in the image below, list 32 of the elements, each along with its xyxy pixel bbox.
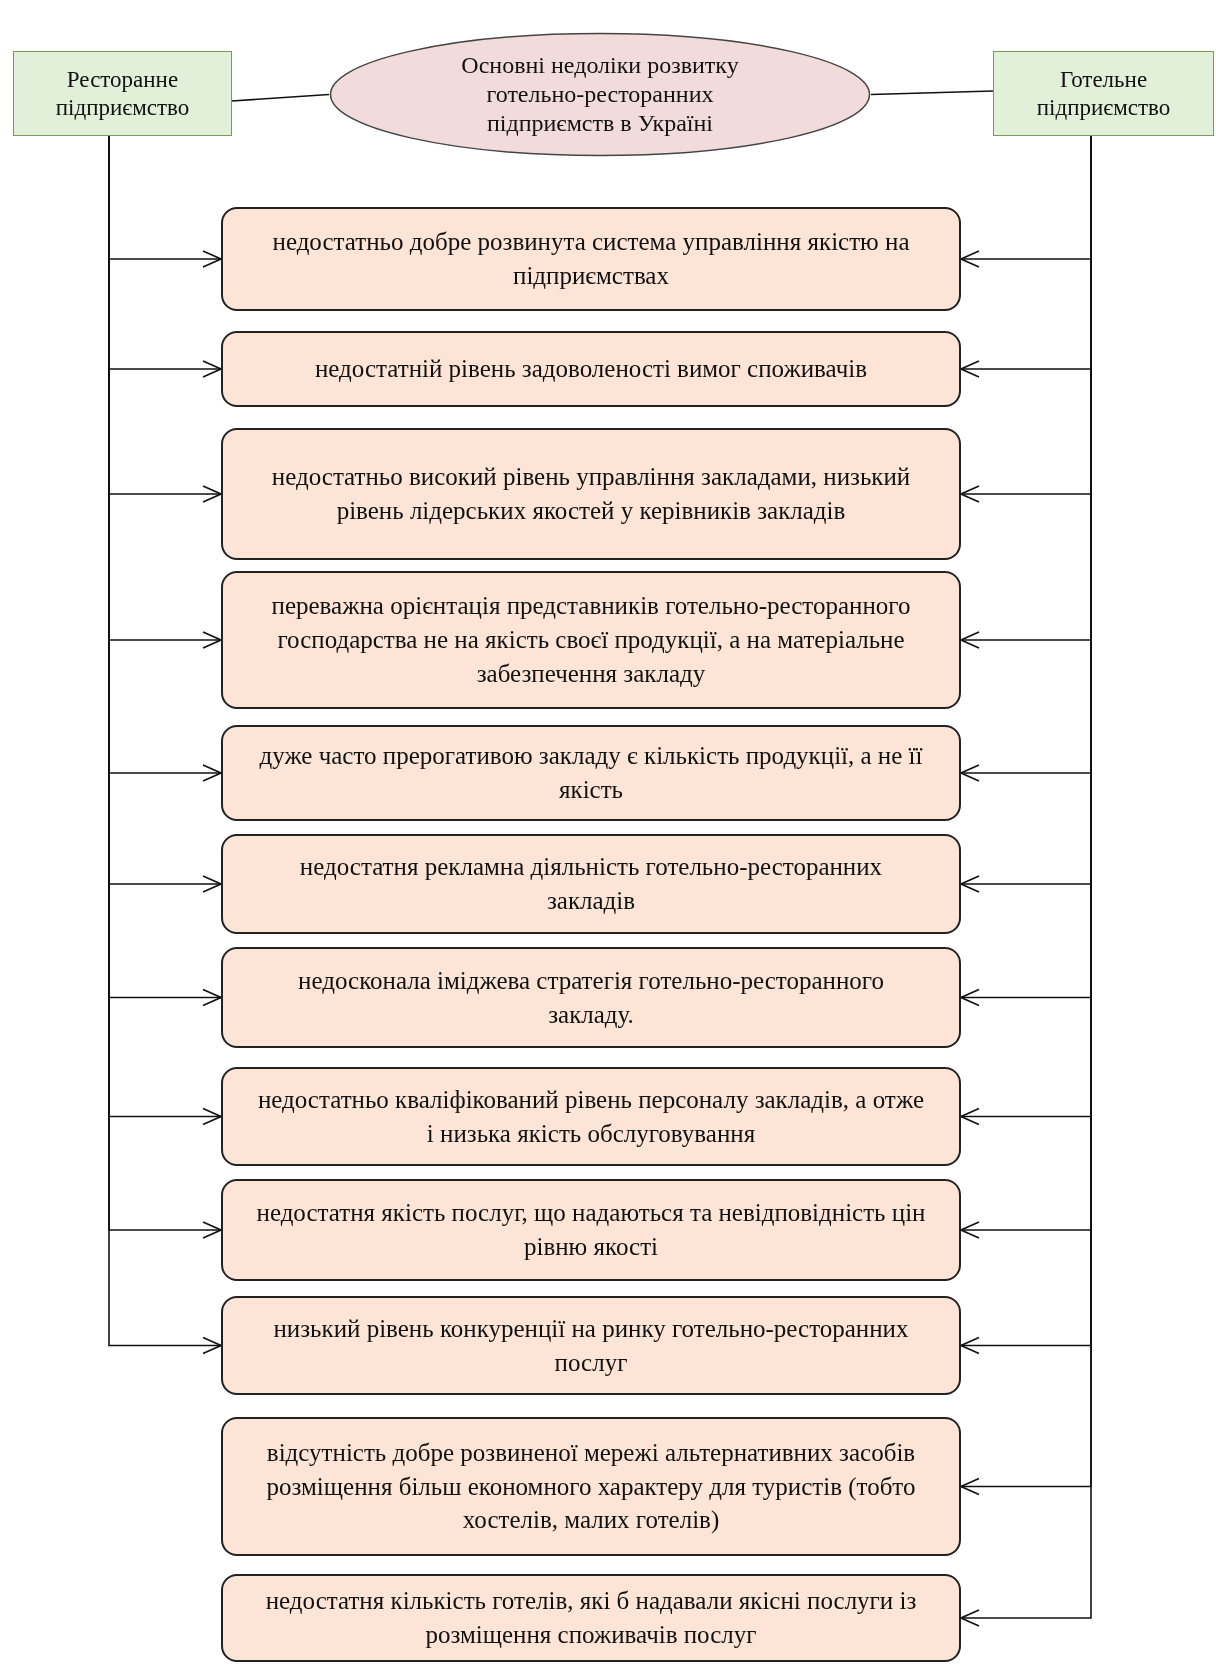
category-label: Готельне підприємство bbox=[1035, 65, 1172, 122]
category-box bbox=[13, 51, 232, 136]
problem-box bbox=[221, 1179, 961, 1281]
problem-text: недостатня рекламна діяльність готельно-ресторанних закладів bbox=[298, 852, 884, 916]
problem-box bbox=[221, 834, 961, 934]
problem-box bbox=[221, 1574, 961, 1662]
problem-text: недостатньо високий рівень управління закладами, низький рівень лідерських якостей у керівників закладів bbox=[270, 462, 912, 526]
problem-box bbox=[221, 725, 961, 821]
problem-text: переважна орієнтація представників готельно-ресторанного господарства не на якість своєї продукції, а на матеріальне забезпечення закладу bbox=[270, 591, 912, 689]
problem-box bbox=[221, 947, 961, 1048]
title-ellipse bbox=[329, 32, 871, 157]
problem-text: недостатньо добре розвинута система управління якістю на підприємствах bbox=[271, 227, 911, 291]
connector-line bbox=[231, 93, 330, 102]
problem-box bbox=[221, 1296, 961, 1395]
problem-text: недостатньо кваліфікований рівень персоналу закладів, а отже і низька якість обслуговування bbox=[256, 1084, 926, 1149]
category-label: Ресторанне підприємство bbox=[54, 65, 191, 122]
problem-box bbox=[221, 1067, 961, 1166]
problem-text: дуже часто прерогативою закладу є кількість продукції, а не її якість bbox=[258, 741, 924, 805]
problem-text: низький рівень конкуренції на ринку готельно-ресторанних послуг bbox=[272, 1313, 910, 1378]
problem-box bbox=[221, 428, 961, 560]
problem-box bbox=[221, 1417, 961, 1556]
problem-box bbox=[221, 571, 961, 709]
node-label: Основні недоліки розвитку готельно-ресторанних підприємств в Україні bbox=[460, 51, 740, 138]
problem-text: відсутність добре розвиненої мережі альтернативних засобів розміщення більш економного характеру для туристів (тобто хостелів, малих готелів) bbox=[265, 1437, 917, 1536]
problem-text: недостатня якість послуг, що надаються та невідповідність цін рівню якості bbox=[256, 1198, 926, 1262]
problem-box bbox=[221, 331, 961, 407]
category-box bbox=[993, 51, 1214, 136]
problem-text: недостатня кількість готелів, які б надавали якісні послуги із розміщення споживачів послуг bbox=[264, 1586, 918, 1650]
connector-line bbox=[870, 90, 994, 96]
problem-text: недостатній рівень задоволеності вимог споживачів bbox=[314, 354, 868, 385]
problem-text: недосконала іміджева стратегія готельно-ресторанного закладу. bbox=[297, 965, 885, 1030]
problem-box bbox=[221, 207, 961, 311]
